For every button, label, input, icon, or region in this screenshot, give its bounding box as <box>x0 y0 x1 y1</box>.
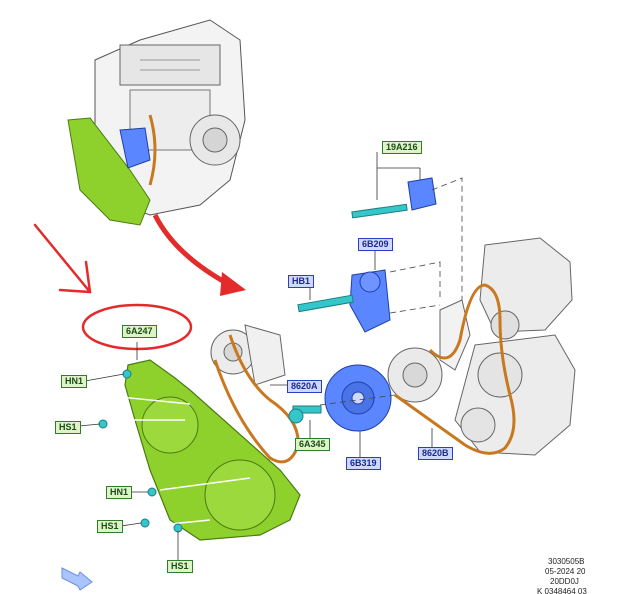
cover-boss-lower <box>204 459 276 531</box>
idler-bolt-label: 19A216 <box>382 141 422 154</box>
red-arrowhead <box>220 272 246 296</box>
cover-boss-upper <box>141 396 199 454</box>
belt-a-label: 8620A <box>287 380 322 393</box>
water-pump-body <box>244 324 286 386</box>
hs1-label-top: HS1 <box>55 421 81 434</box>
engine-tensioner <box>119 127 151 169</box>
damper-label: 6B319 <box>346 457 381 470</box>
reference-code-1: 3030505B <box>548 557 585 566</box>
hn1-label-top: HN1 <box>61 375 88 388</box>
alternator <box>479 237 573 333</box>
damper-bolt-label: 6A345 <box>295 438 330 451</box>
tensioner-label: 6B209 <box>358 238 393 251</box>
idler-pulley <box>407 177 437 211</box>
cover-part-label: 6A247 <box>122 325 157 338</box>
red-curved-arrow <box>152 213 232 288</box>
reference-code-3: 20DD0J <box>550 577 579 586</box>
hs1-label-bottom: HS1 <box>97 520 123 533</box>
label-leaders <box>78 250 433 560</box>
tensioner-bolt <box>297 294 354 313</box>
aux-tensioner-arm <box>439 299 471 371</box>
belt-b-label: 8620B <box>418 447 453 460</box>
hn1-label-mid: HN1 <box>106 486 133 499</box>
cover-leader-white-lines <box>109 395 251 527</box>
reference-code-4: K 0348464 03 <box>537 587 587 594</box>
engine-timing-cover <box>67 117 151 226</box>
hs1-label-lowest: HS1 <box>167 560 193 573</box>
idler-bolt <box>351 203 408 219</box>
tensioner-bolt-label: HB1 <box>288 275 315 288</box>
red-pointer-arrow <box>33 223 92 294</box>
dashed-leaders <box>319 177 463 406</box>
belt-b <box>394 283 516 455</box>
reference-code-2: 05-2024 20 <box>545 567 586 576</box>
nav-arrow <box>61 567 93 591</box>
engine-belt <box>148 114 157 186</box>
